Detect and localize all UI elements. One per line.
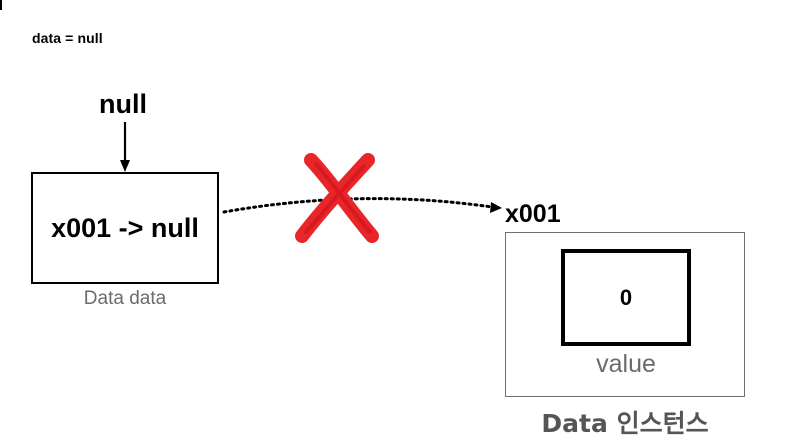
down-arrow-icon <box>120 122 130 172</box>
variable-caption: Data data <box>83 288 167 309</box>
null-label: null <box>99 89 147 119</box>
variable-box: x001 -> null <box>31 172 219 284</box>
reference-arrow <box>222 197 494 214</box>
field-value: 0 <box>619 284 633 310</box>
variable-value: x001 -> null <box>51 212 199 243</box>
reference-arrowhead <box>490 202 502 213</box>
code-statement: data = null <box>32 30 103 46</box>
instance-address: x001 <box>505 200 561 228</box>
instance-box: 0 value <box>505 232 745 397</box>
cross-mark-icon <box>295 153 379 243</box>
instance-caption: Data 인스턴스 <box>541 409 709 438</box>
corner-tick <box>0 0 2 10</box>
field-box: 0 <box>561 249 691 346</box>
field-caption: value <box>596 350 656 378</box>
